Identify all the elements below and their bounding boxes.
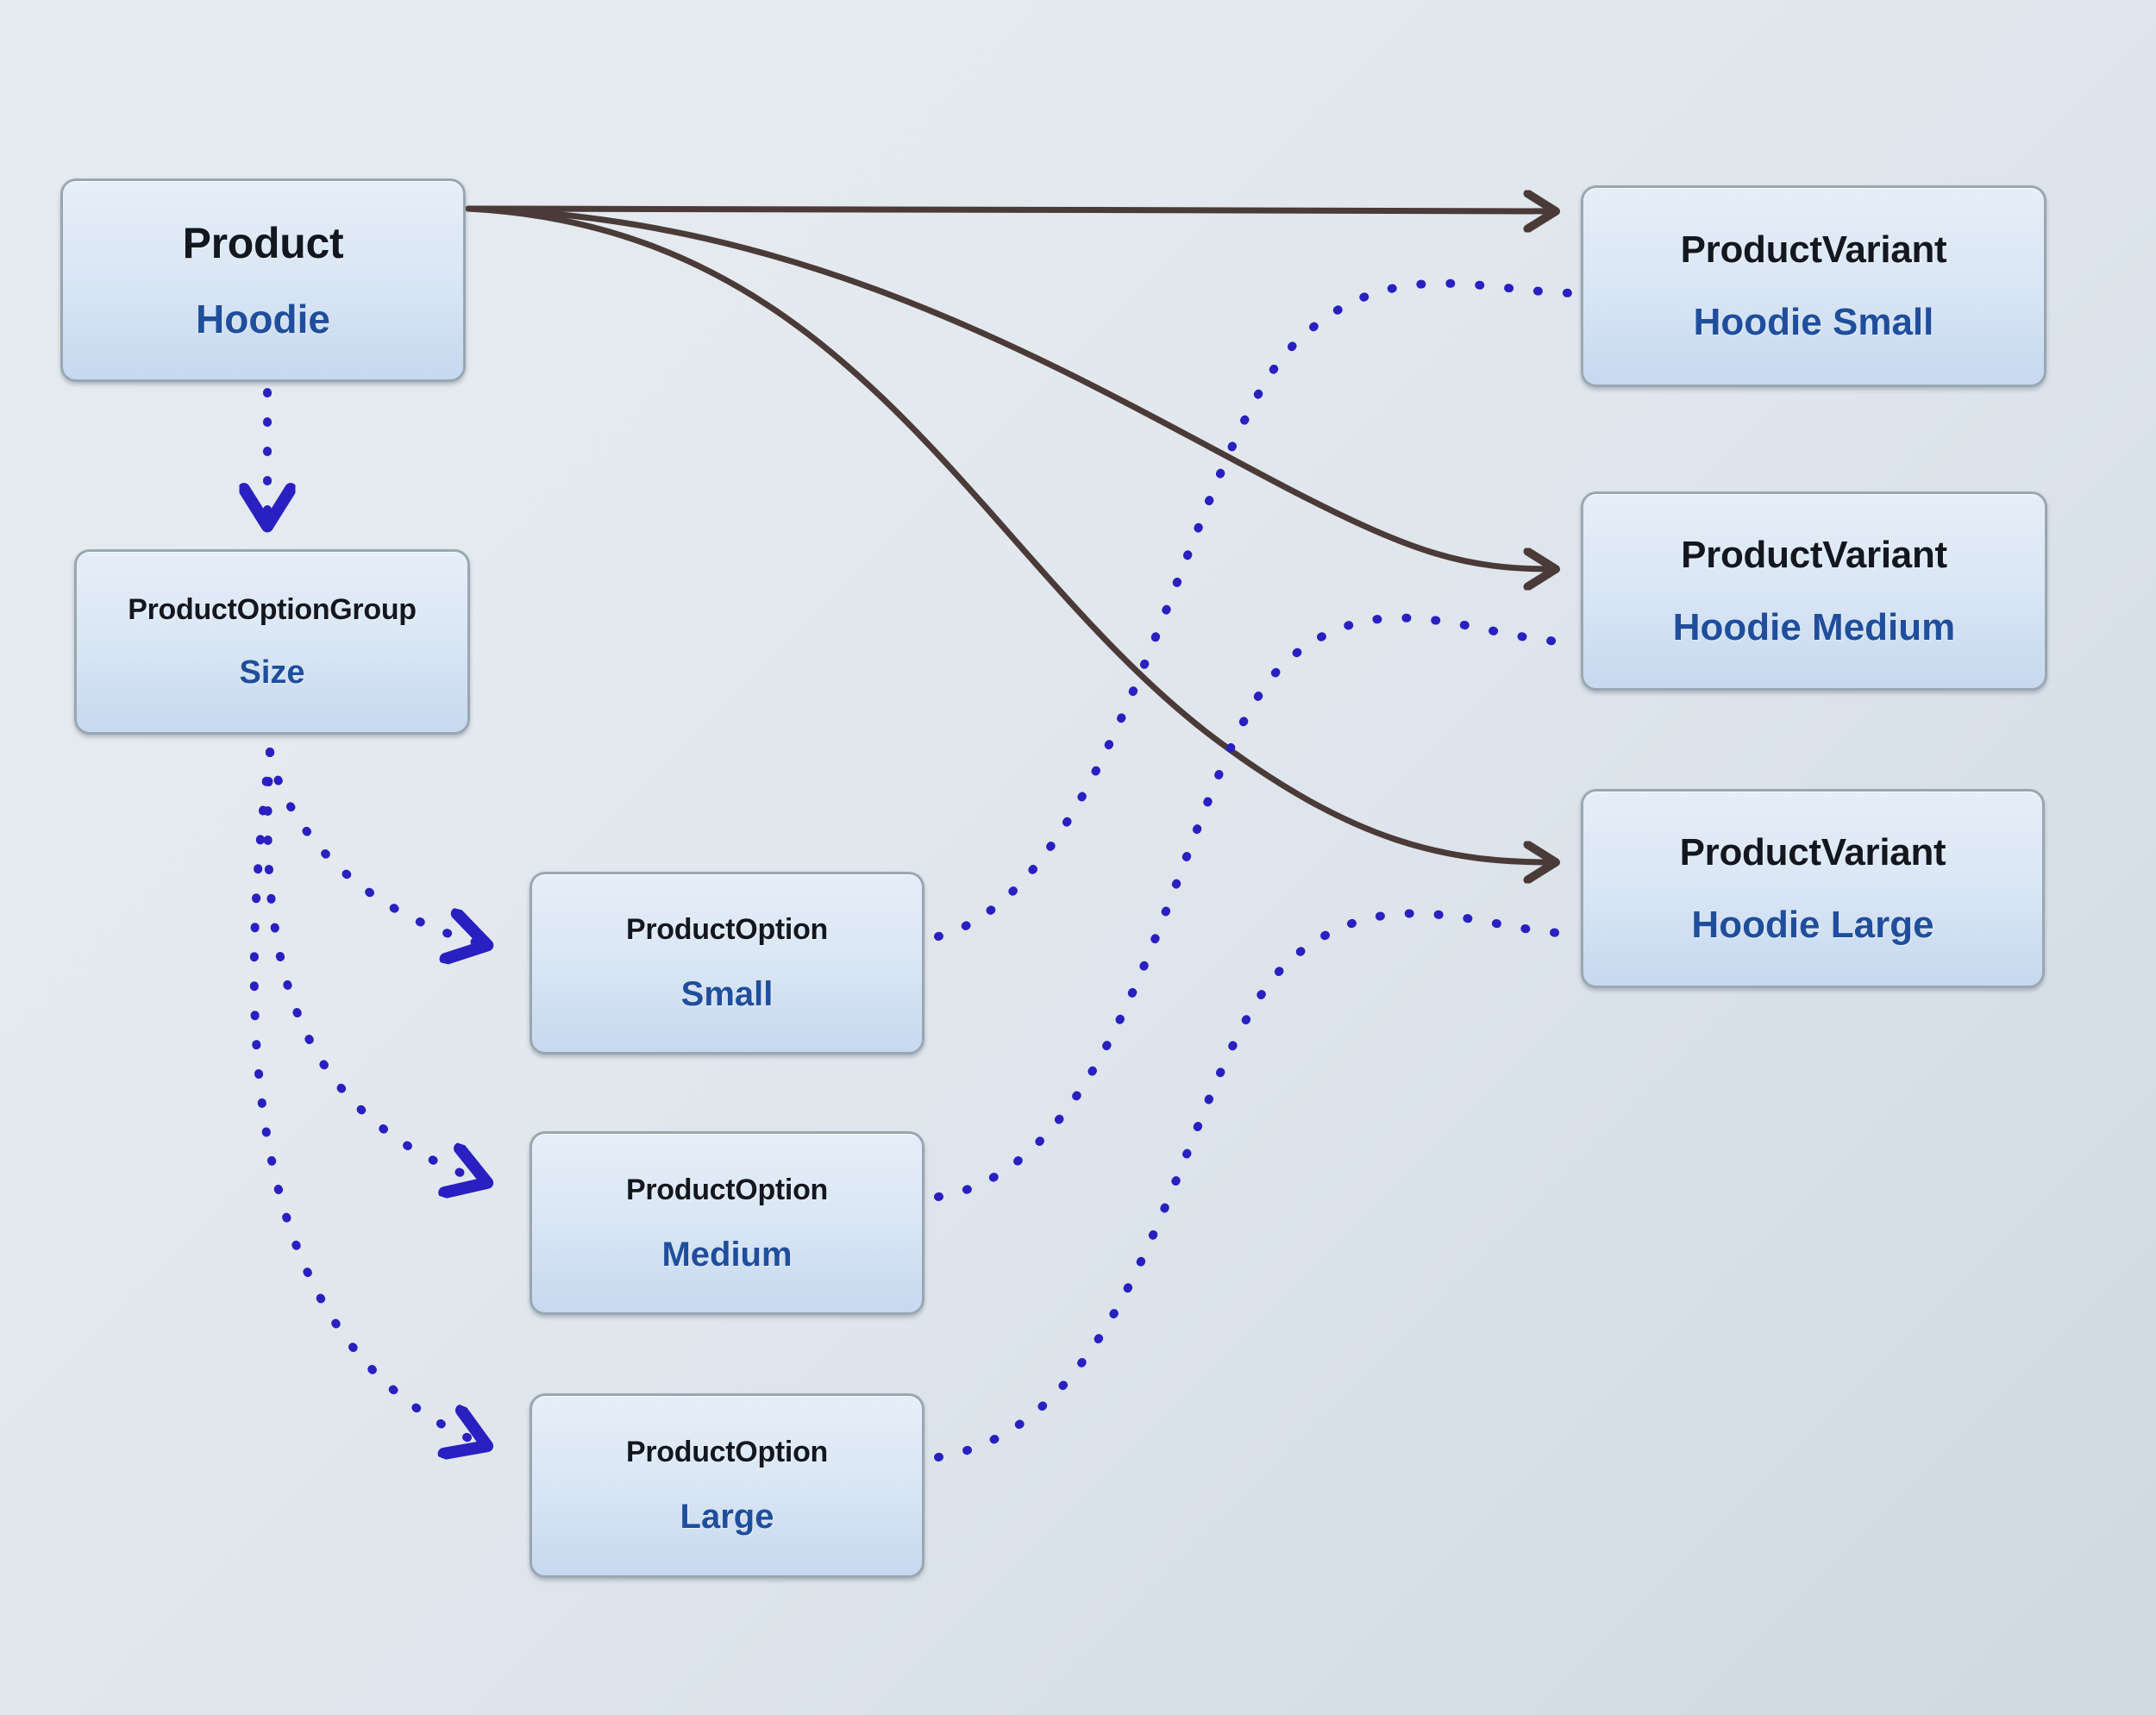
edge-option-small-to-variant-small — [934, 279, 1583, 941]
node-product-option-small[interactable]: ProductOption Small — [530, 872, 924, 1055]
node-product-variant-hoodie-small-type: ProductVariant — [1680, 228, 1947, 271]
edge-option-medium-to-variant-medium — [934, 613, 1583, 1201]
edge-product-to-variant-large — [465, 205, 1552, 862]
node-product-option-group[interactable]: ProductOptionGroup Size — [74, 549, 470, 735]
node-product-variant-hoodie-large-type: ProductVariant — [1679, 830, 1946, 873]
node-product-option-small-type: ProductOption — [625, 913, 829, 946]
node-product-variant-hoodie-small[interactable]: ProductVariant Hoodie Small — [1581, 185, 2046, 387]
node-product-option-medium-value: Medium — [661, 1235, 793, 1274]
node-product-variant-hoodie-medium[interactable]: ProductVariant Hoodie Medium — [1581, 491, 2047, 691]
node-product-value: Hoodie — [196, 297, 330, 341]
edge-option-large-to-variant-large — [934, 909, 1583, 1462]
edge-option-group-to-option-large — [249, 748, 483, 1444]
edge-product-to-variant-small — [465, 209, 1552, 211]
node-product-variant-hoodie-large[interactable]: ProductVariant Hoodie Large — [1581, 789, 2045, 988]
edge-option-group-to-option-medium — [263, 748, 483, 1181]
node-product-variant-hoodie-small-value: Hoodie Small — [1693, 301, 1934, 343]
node-product[interactable]: Product Hoodie — [60, 178, 466, 382]
node-product-option-large-value: Large — [680, 1498, 774, 1536]
node-product-option-medium-type: ProductOption — [625, 1173, 829, 1206]
node-product-option-small-value: Small — [680, 975, 774, 1013]
node-product-variant-hoodie-large-value: Hoodie Large — [1691, 903, 1934, 946]
node-product-option-large[interactable]: ProductOption Large — [530, 1393, 924, 1578]
edge-product-to-variant-medium — [465, 205, 1552, 569]
node-product-option-medium[interactable]: ProductOption Medium — [530, 1131, 924, 1315]
node-product-option-group-type: ProductOptionGroup — [128, 593, 417, 626]
node-product-option-group-value: Size — [239, 654, 305, 691]
edge-option-group-to-option-small — [266, 748, 483, 944]
node-product-option-large-type: ProductOption — [625, 1436, 829, 1468]
node-product-variant-hoodie-medium-value: Hoodie Medium — [1672, 605, 1956, 648]
node-product-variant-hoodie-medium-type: ProductVariant — [1681, 533, 1947, 576]
node-product-type: Product — [182, 219, 344, 267]
